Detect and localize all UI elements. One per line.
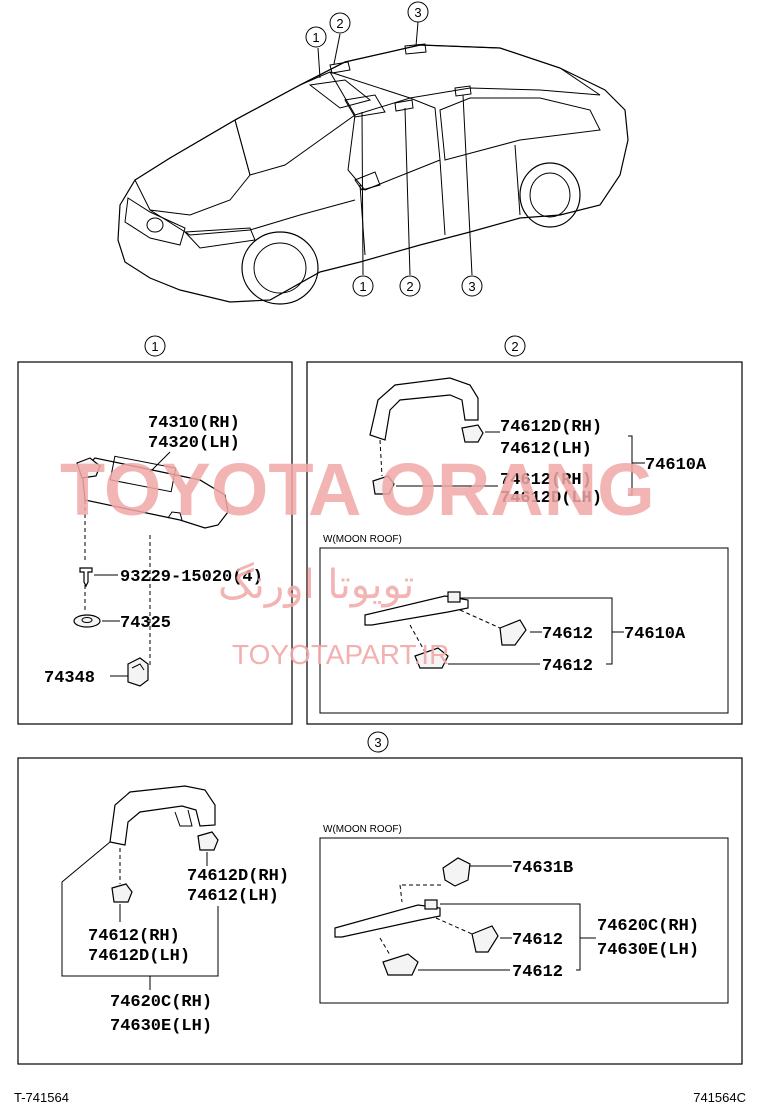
label-washer: 74325 [120, 614, 171, 633]
sun-visor [76, 455, 229, 529]
s2-bracket [396, 435, 645, 496]
label-s3-cap-rh-1: 74612D(RH) [187, 867, 289, 886]
label-s2-cap-rh-1: 74612D(RH) [500, 418, 602, 437]
watermark-persian: تویوتا اورنگ [218, 562, 414, 608]
visor-leaders [84, 451, 171, 665]
label-s2-mr-assy: 74610A [624, 625, 686, 644]
label-s3-cap-lh-1: 74612(LH) [187, 887, 279, 906]
label-s3-cap-rh-2: 74612(RH) [88, 927, 180, 946]
svg-text:1: 1 [151, 339, 158, 354]
callout-bottom-3: 3 [461, 275, 483, 297]
label-visor-rh: 74310(RH) [148, 414, 240, 433]
label-s2-cap-rh-2: 74612(RH) [500, 471, 592, 490]
label-visor-lh: 74320(LH) [148, 434, 240, 453]
section-1-frame [17, 361, 293, 725]
s3-moonroof-frame [319, 837, 729, 1004]
svg-text:1: 1 [359, 279, 366, 294]
section-3-frame [17, 757, 743, 1065]
label-s3-mr-cap-upper: 74612 [512, 931, 563, 950]
label-s2-cap-lh-2: 74612D(LH) [500, 489, 602, 508]
label-s2-mr-cap-lower: 74612 [542, 657, 593, 676]
s2-moonroof-grip [364, 591, 624, 669]
label-s3-mr-hook: 74631B [512, 859, 573, 878]
svg-text:2: 2 [336, 16, 343, 31]
s3-moonroof-title: W(MOON ROOF) [323, 824, 402, 835]
car-illustration [117, 43, 629, 305]
label-screw: 93229-15020(4) [120, 568, 263, 587]
label-s3-mr-assy-lh: 74630E(LH) [597, 941, 699, 960]
label-s2-mr-cap-upper: 74612 [542, 625, 593, 644]
overview-leaders [317, 21, 473, 276]
label-s2-assy: 74610A [645, 456, 707, 475]
assist-grip-rear [61, 785, 219, 990]
label-s3-mr-cap-lower: 74612 [512, 963, 563, 982]
watermark-main: TOYOTA ORANG [60, 448, 655, 531]
screw [79, 567, 118, 588]
label-s3-mr-assy-rh: 74620C(RH) [597, 917, 699, 936]
label-s3-assy-lh: 74630E(LH) [110, 1017, 212, 1036]
s2-moonroof-title: W(MOON ROOF) [323, 534, 402, 545]
callout-top-2: 2 [329, 12, 351, 34]
label-s2-cap-lh-1: 74612(LH) [500, 440, 592, 459]
assist-grip-front [369, 377, 500, 495]
section-2-frame [306, 361, 743, 725]
callout-top-3: 3 [407, 1, 429, 23]
visor-holder [110, 657, 149, 687]
callout-bottom-1: 1 [352, 275, 374, 297]
svg-text:3: 3 [374, 735, 381, 750]
section-2-marker: 2 [504, 335, 526, 357]
svg-text:3: 3 [414, 5, 421, 20]
section-3-marker: 3 [367, 731, 389, 753]
s2-moonroof-frame [319, 547, 729, 714]
callout-top-1: 1 [305, 26, 327, 48]
svg-text:2: 2 [406, 279, 413, 294]
footer-right-code: 741564C [693, 1090, 746, 1105]
washer [73, 614, 120, 628]
watermark-site: TOYOTAPART.IR [232, 639, 449, 670]
section-1-marker: 1 [144, 335, 166, 357]
label-s3-assy-rh: 74620C(RH) [110, 993, 212, 1012]
svg-text:2: 2 [511, 339, 518, 354]
svg-text:3: 3 [468, 279, 475, 294]
label-s3-cap-lh-2: 74612D(LH) [88, 947, 190, 966]
footer-left-code: T-741564 [14, 1090, 69, 1105]
callout-bottom-2: 2 [399, 275, 421, 297]
label-holder: 74348 [44, 669, 95, 688]
svg-text:1: 1 [312, 30, 319, 45]
s3-moonroof-grip [334, 857, 596, 976]
